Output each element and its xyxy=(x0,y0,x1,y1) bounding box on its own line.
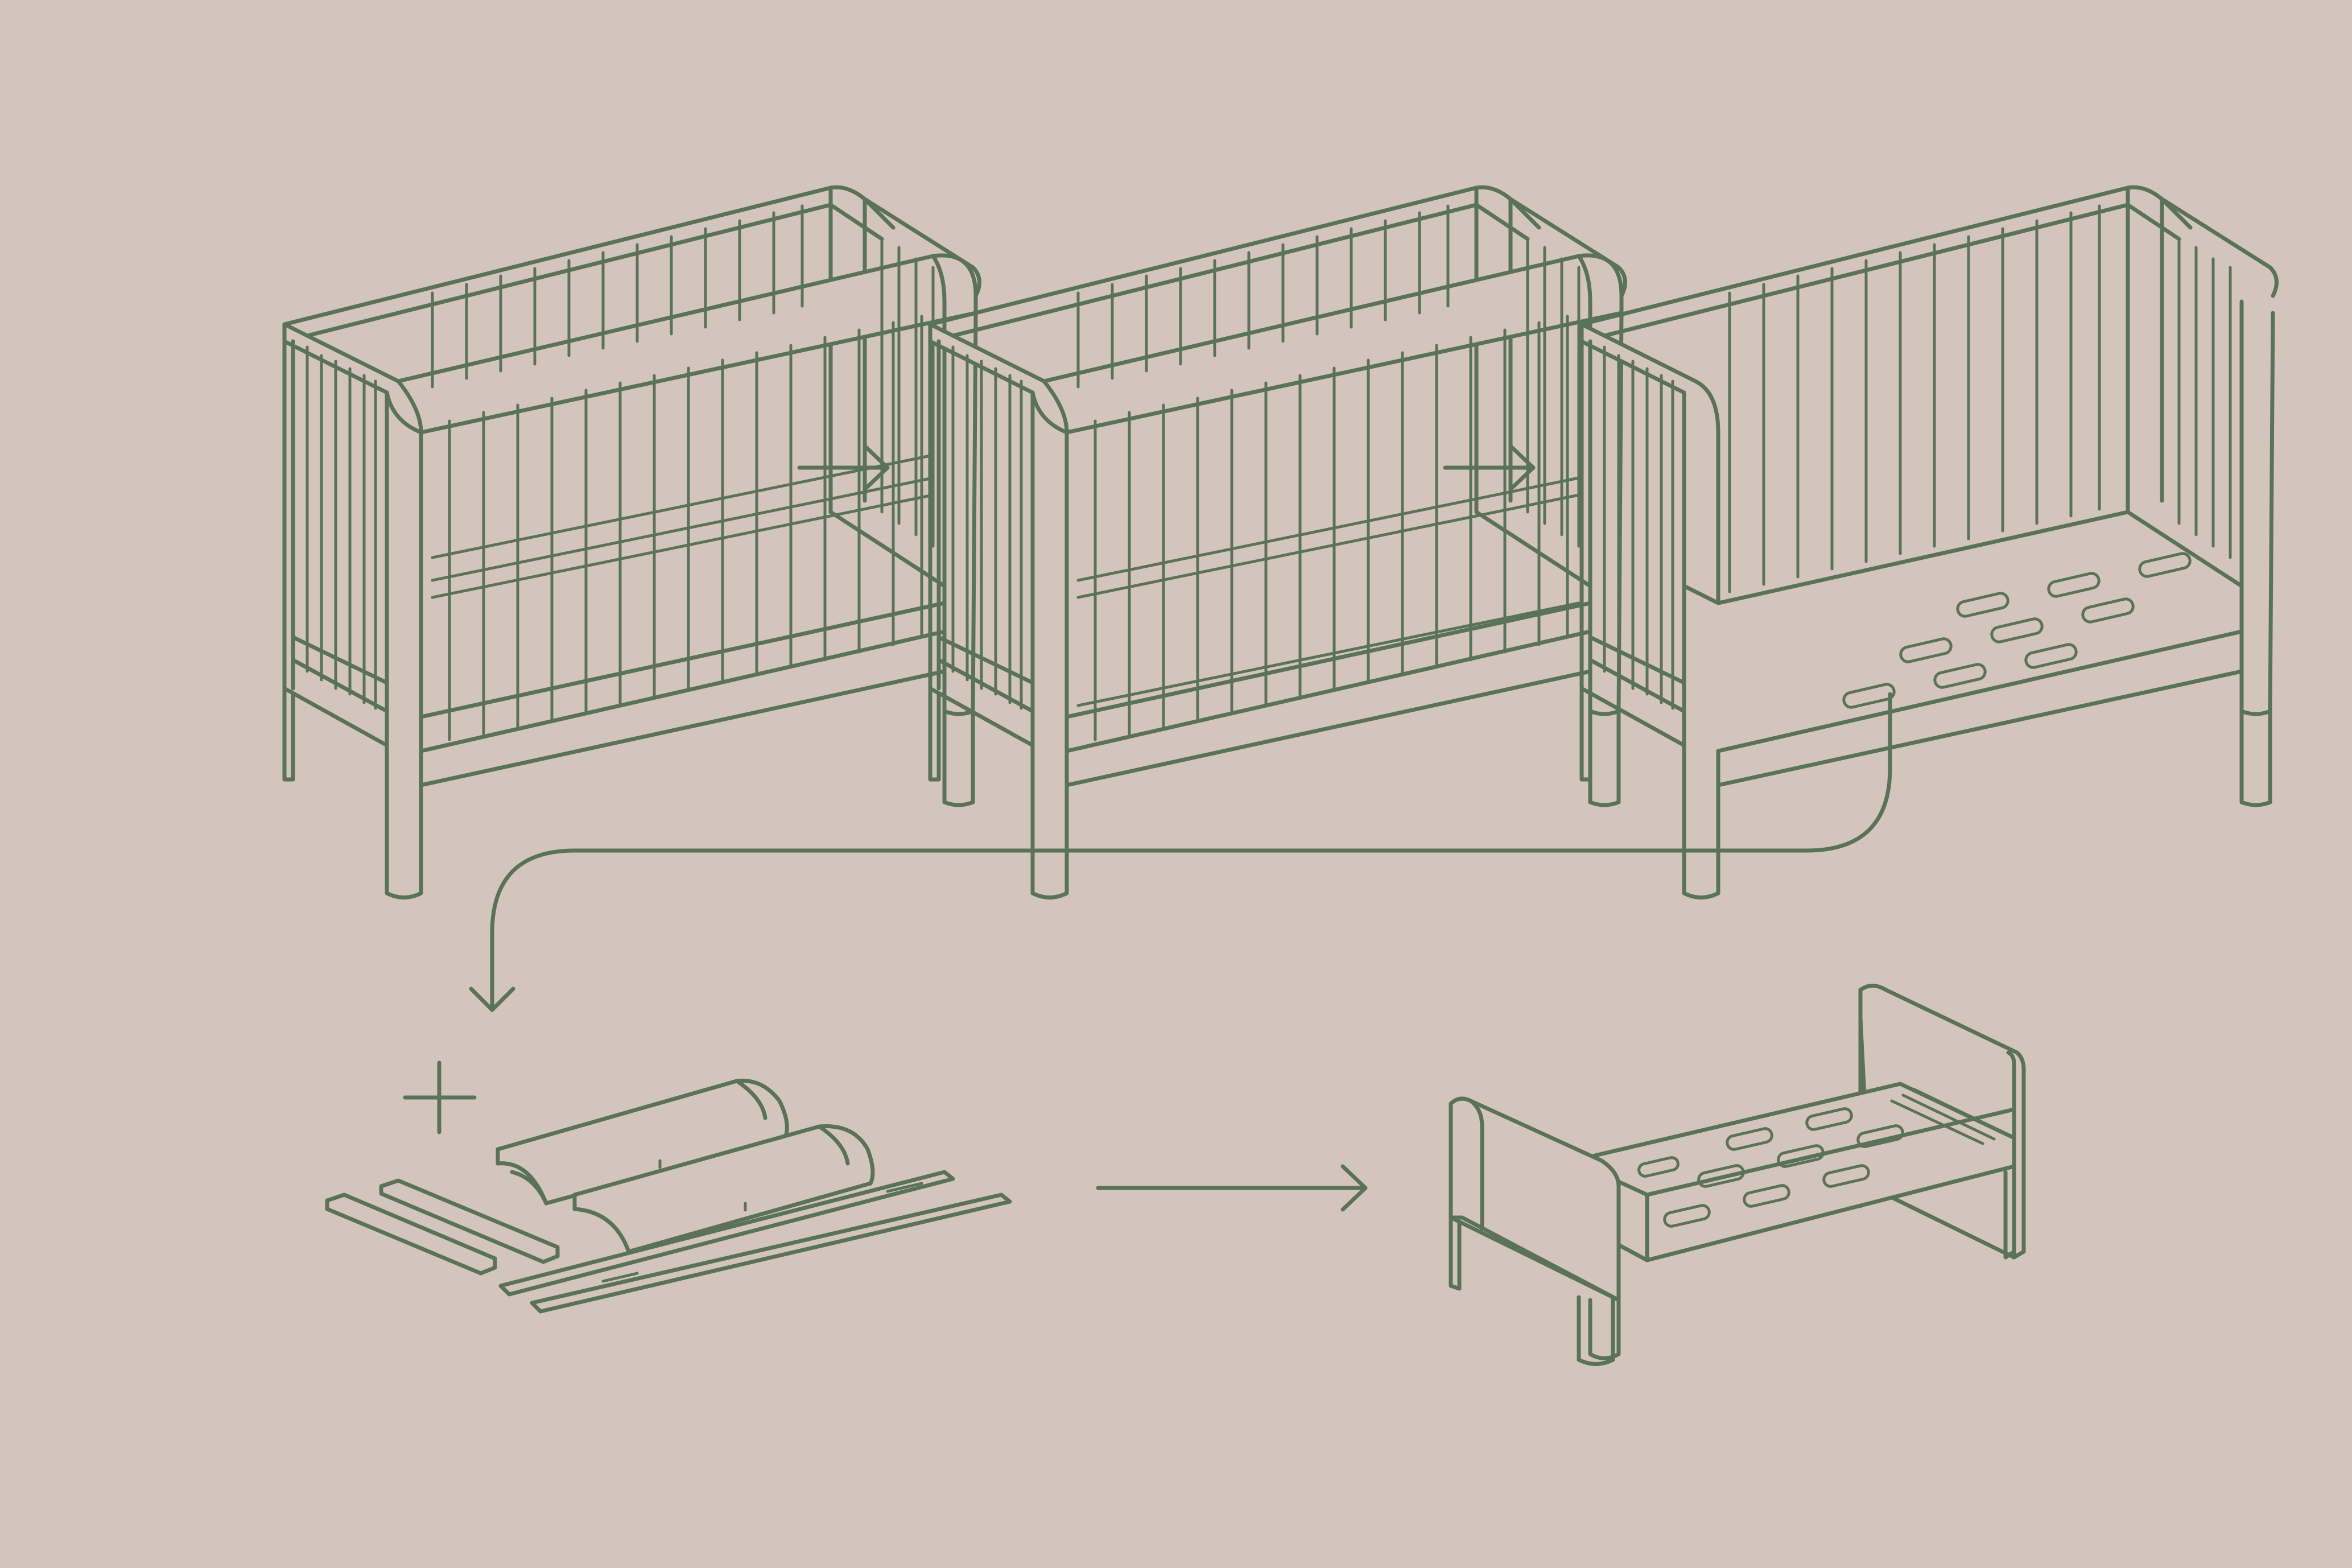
plus-icon xyxy=(403,1061,477,1134)
arrow-right-icon xyxy=(1096,1166,1368,1210)
curved-arrow-down-icon xyxy=(469,692,1892,1012)
toddler-bed-icon xyxy=(1582,187,2276,897)
conversion-kit-icon xyxy=(325,1078,1012,1314)
junior-bed-icon xyxy=(1449,984,2026,1366)
arrow-right-icon xyxy=(1443,446,1536,489)
arrow-right-icon xyxy=(797,446,890,489)
crib-full-icon xyxy=(284,187,979,897)
crib-lowered-icon xyxy=(930,187,1625,897)
